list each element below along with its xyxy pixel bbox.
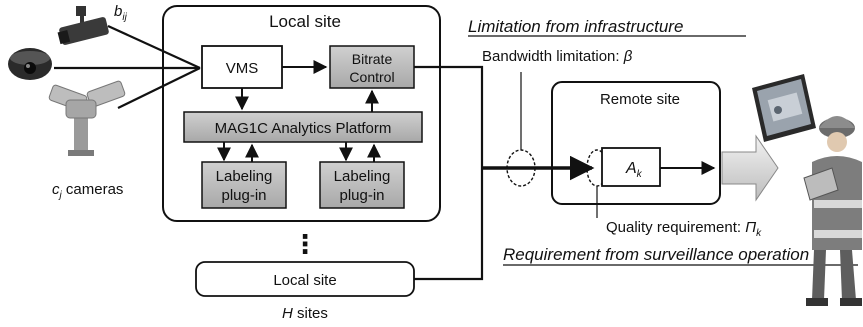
labeling-left-line2: plug-in [221, 187, 266, 204]
dome-camera-icon [8, 48, 52, 80]
analysis-ak-box: Ak [601, 147, 661, 187]
labeling-right-line2: plug-in [339, 187, 384, 204]
bitrate-line2: Control [349, 69, 394, 85]
local-site-container [162, 5, 441, 222]
vms-label: VMS [226, 60, 259, 77]
analytics-label: MAG1C Analytics Platform [215, 120, 392, 137]
h-sites-label: H sites [282, 305, 328, 322]
ak-label: Ak [625, 160, 643, 180]
requirement-title: Requirement from surveillance operation [503, 245, 809, 264]
link-label: bij [114, 3, 128, 23]
tablet-icon [752, 74, 816, 142]
limitation-title: Limitation from infrastructure [468, 17, 683, 36]
output-arrow [721, 134, 779, 202]
local-site-title: Local site [269, 12, 341, 31]
labeling-right-line1: Labeling [334, 168, 391, 185]
firefighter-icon [803, 116, 862, 306]
more-sites-ellipsis: ⋮ [292, 229, 318, 259]
labeling-plugin-right: Labeling plug-in [319, 161, 405, 209]
remote-site-title: Remote site [600, 91, 680, 108]
remote-site-container [551, 81, 721, 205]
vms-box: VMS [201, 45, 283, 89]
bitrate-control-box: Bitrate Control [329, 45, 415, 89]
bitrate-line1: Bitrate [352, 51, 393, 67]
bandwidth-label: Bandwidth limitation: β [482, 48, 633, 65]
local-site-2-label: Local site [273, 272, 336, 289]
analytics-platform-box: MAG1C Analytics Platform [183, 111, 423, 143]
labeling-left-line1: Labeling [216, 168, 273, 185]
ptz-camera-icon [48, 80, 126, 156]
cameras-label: cj cameras [52, 181, 123, 201]
quality-requirement-label: Quality requirement: Πk [606, 219, 762, 239]
bullet-camera-icon [57, 6, 109, 45]
labeling-plugin-left: Labeling plug-in [201, 161, 287, 209]
